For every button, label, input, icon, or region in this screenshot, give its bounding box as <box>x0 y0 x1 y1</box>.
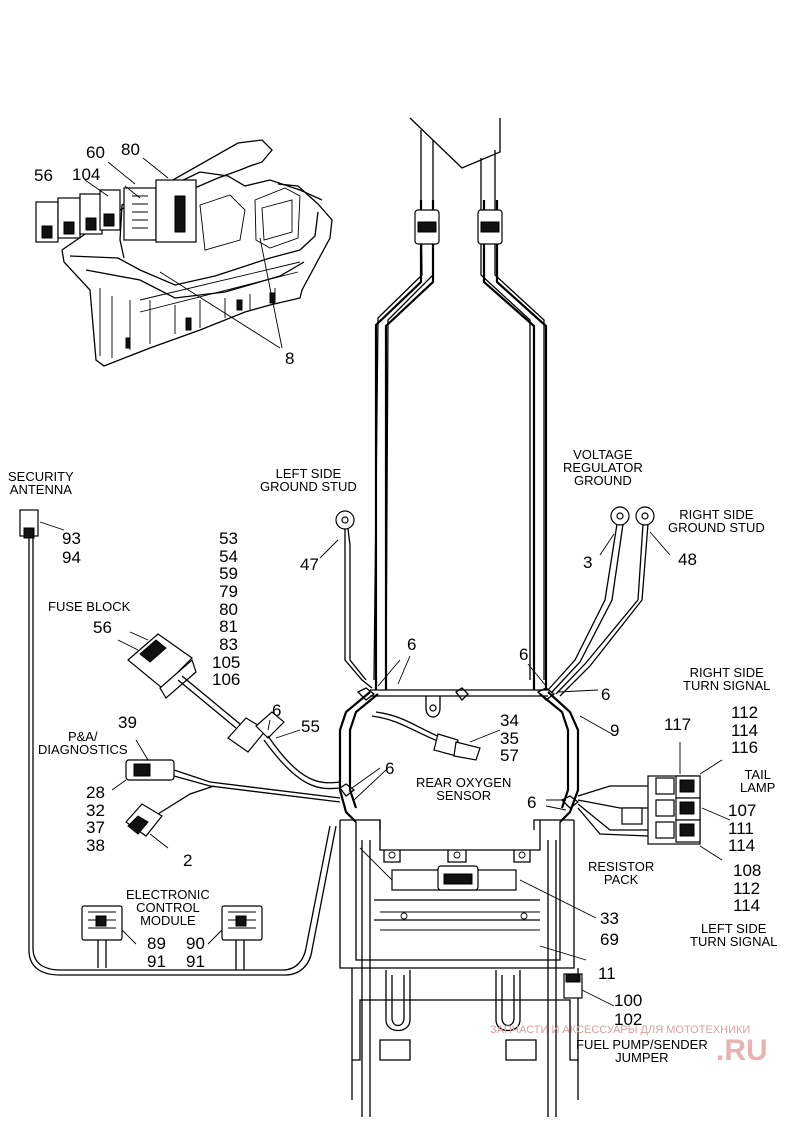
right-turn-refs: 112 114 116 <box>731 703 759 758</box>
security-antenna-wire <box>19 509 337 976</box>
ecm-right-refs: 90 91 <box>186 934 205 971</box>
ref-56-fuse: 56 <box>93 618 112 637</box>
ref-2: 2 <box>183 851 193 870</box>
tail-lamp-refs: 107 111 114 <box>728 801 757 856</box>
ref-56: 56 <box>34 166 53 185</box>
rear-oxygen-sensor <box>371 711 501 761</box>
fuel-pump-jumper <box>563 973 615 1007</box>
caption-rear-oxygen-sensor: REAR OXYGEN SENSOR <box>416 775 512 803</box>
ecm-left-refs: 89 91 <box>147 934 166 971</box>
ref-6-left-mid: 6 <box>385 759 395 778</box>
caption-right-turn-signal: RIGHT SIDE TURN SIGNAL <box>683 665 771 693</box>
caption-resistor-pack: RESISTOR PACK <box>588 859 655 887</box>
ref-6-fuse-branch: 6 <box>272 701 282 720</box>
ref-8: 8 <box>285 349 295 368</box>
caption-fuel-pump-sender-jumper: FUEL PUMP/SENDER JUMPER <box>576 1037 708 1065</box>
watermark-domain: .RU <box>716 1034 768 1067</box>
rear-oxygen-refs: 34 35 57 <box>500 711 519 766</box>
ref-6-top-left: 6 <box>407 635 417 654</box>
leader-lines <box>351 655 613 961</box>
ref-6-top-right: 6 <box>519 645 529 664</box>
ref-39: 39 <box>118 713 137 732</box>
caption-pa-diagnostics: P&A/ DIAGNOSTICS <box>38 729 128 757</box>
ref-117: 117 <box>664 715 692 734</box>
ref-11: 11 <box>598 964 616 983</box>
ref-3: 3 <box>583 553 593 572</box>
ecm-connectors <box>81 905 263 970</box>
caption-fuse-block: FUSE BLOCK <box>48 599 131 614</box>
ref-9: 9 <box>610 721 620 740</box>
pa-diagnostics-refs: 28 32 37 38 <box>86 783 105 856</box>
fuse-bracket-assembly <box>35 139 333 367</box>
caption-left-turn-signal: LEFT SIDE TURN SIGNAL <box>690 921 778 949</box>
ref-104: 104 <box>72 165 101 184</box>
ref-102: 102 <box>614 1010 643 1029</box>
ref-94: 94 <box>62 548 81 567</box>
ref-6-right-mid: 6 <box>527 793 537 812</box>
ref-100: 100 <box>614 991 643 1010</box>
caption-electronic-control-module: ELECTRONIC CONTROL MODULE <box>126 887 210 928</box>
caption-tail-lamp: TAIL LAMP <box>740 767 776 795</box>
ref-55: 55 <box>301 717 320 736</box>
caption-left-ground-stud: LEFT SIDE GROUND STUD <box>260 466 357 494</box>
ref-6-right: 6 <box>601 685 611 704</box>
fuse-block-refs: 53 54 59 79 80 81 83 105 106 <box>212 529 241 690</box>
frame-lower <box>339 819 579 1117</box>
fuse-block <box>117 631 341 790</box>
tail-lamp-connectors <box>577 742 731 861</box>
ref-33: 33 <box>600 909 619 928</box>
ref-69: 69 <box>600 930 619 949</box>
watermark-tagline: ЗАПЧАСТИ И АКСЕССУАРЫ ДЛЯ МОТОТЕХНИКИ <box>490 1024 751 1036</box>
left-turn-refs: 108 112 114 <box>733 861 762 916</box>
caption-right-ground-stud: RIGHT SIDE GROUND STUD <box>668 507 765 535</box>
ref-80: 80 <box>121 140 140 159</box>
caption-voltage-regulator-ground: VOLTAGE REGULATOR GROUND <box>563 447 643 488</box>
main-harness-trunk <box>373 117 548 690</box>
lower-harness-loop <box>338 687 580 823</box>
ref-47: 47 <box>300 555 319 574</box>
ref-48: 48 <box>678 550 697 569</box>
ref-93: 93 <box>62 529 81 548</box>
ref-60: 60 <box>86 143 105 162</box>
caption-security-antenna: SECURITY ANTENNA <box>8 469 74 497</box>
ground-wires <box>319 506 671 697</box>
pa-diagnostics <box>111 739 341 849</box>
